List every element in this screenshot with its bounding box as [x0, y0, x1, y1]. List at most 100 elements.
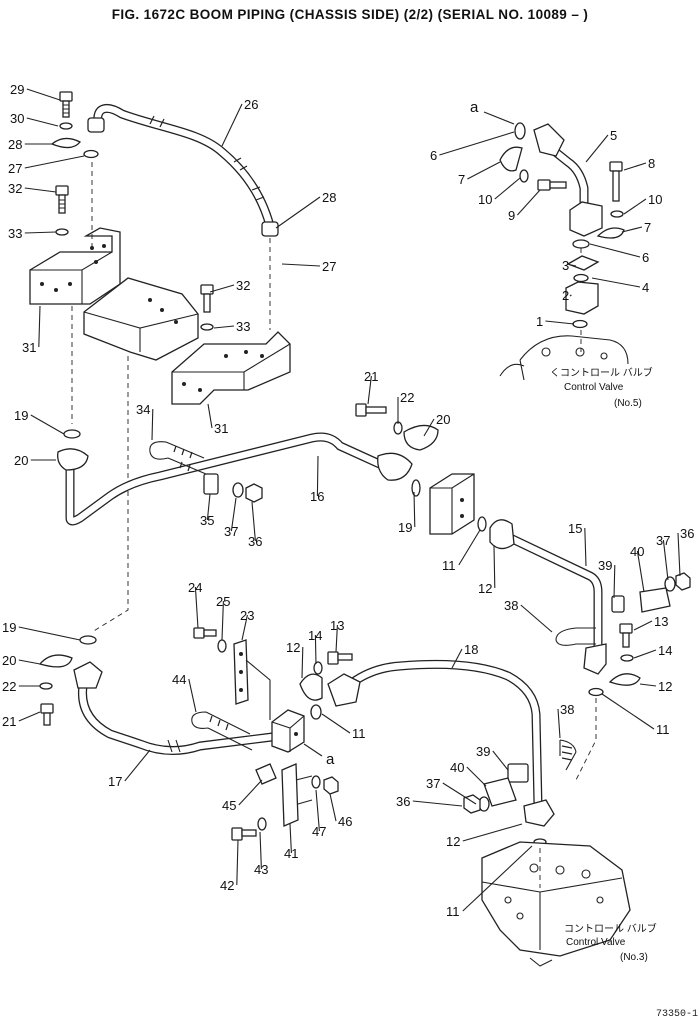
leader-39 [492, 750, 509, 771]
callout-11: 11 [352, 726, 366, 741]
callout-12: 12 [446, 834, 460, 849]
callout-35: 35 [200, 513, 214, 528]
washer-14c [313, 661, 323, 675]
callout-10: 10 [648, 192, 662, 207]
oring-11c [310, 704, 322, 720]
leader-17 [124, 749, 151, 782]
bolt-13r [619, 623, 633, 648]
washer-30 [59, 122, 73, 130]
leader-11 [458, 529, 481, 566]
flange-12 [489, 519, 515, 550]
callout-39: 39 [598, 558, 612, 573]
flange-12r [608, 673, 641, 686]
fitting-18-left [327, 673, 361, 707]
tube-15 [501, 531, 603, 653]
leader-15 [584, 527, 587, 567]
callout-45: 45 [222, 798, 236, 813]
callout-14: 14 [308, 628, 322, 643]
washer-37 [232, 482, 244, 498]
nut-46 [323, 776, 339, 795]
callout-31: 31 [214, 421, 228, 436]
oring-a [514, 122, 526, 140]
bolt-21 [355, 403, 387, 417]
callout-25: 25 [216, 594, 230, 609]
callout-37: 37 [656, 533, 670, 548]
control-valve-no3-en: Control Valve [566, 937, 626, 948]
callout-39: 39 [476, 744, 490, 759]
leader-37 [442, 782, 477, 805]
oring-6 [572, 239, 590, 249]
callout-19: 19 [14, 408, 28, 423]
control-valve-no5-en: Control Valve [564, 382, 624, 393]
flange-5-bottom [569, 201, 603, 237]
control-valve-no3-jp: コントロール バルブ [564, 922, 657, 935]
tube-5 [543, 141, 589, 217]
diagram-artwork [29, 91, 691, 967]
callout-11: 11 [446, 904, 460, 919]
leader-42 [236, 839, 239, 886]
leader-33 [24, 231, 57, 234]
fitting-top [533, 123, 565, 157]
washer-14r [620, 654, 634, 662]
callout-15: 15 [568, 521, 582, 536]
block-center [83, 277, 199, 361]
leader-3 [571, 264, 577, 267]
callout-11: 11 [442, 558, 456, 573]
leader-lines [18, 88, 681, 912]
washer-37r [664, 576, 676, 592]
leader-7 [467, 161, 501, 180]
ubolt-44 [191, 711, 253, 751]
plate-40 [639, 587, 671, 613]
callout-33: 33 [8, 226, 22, 241]
callout-17: 17 [108, 774, 122, 789]
ubolt-38 [555, 627, 596, 646]
callout-32: 32 [8, 181, 22, 196]
callout-32: 32 [236, 278, 250, 293]
leader-9 [516, 189, 541, 216]
leader-7 [621, 226, 643, 233]
callout-20: 20 [436, 412, 450, 427]
leader-28 [275, 196, 321, 229]
ubolt-34 [149, 441, 207, 475]
leader-44 [188, 678, 197, 713]
leader-26 [221, 103, 243, 147]
leader-8 [623, 162, 647, 171]
oring-19b [411, 479, 421, 497]
bolt-42 [231, 827, 257, 841]
callout-37: 37 [224, 524, 238, 539]
oring-27 [83, 149, 99, 159]
callout-33: 33 [236, 319, 250, 334]
leader-33 [213, 325, 235, 329]
callout-24: 24 [188, 580, 202, 595]
callout-31: 31 [22, 340, 36, 355]
leader-24 [194, 586, 199, 629]
nut-36 [245, 483, 263, 503]
clamp-39 [611, 595, 625, 613]
flange-20c [38, 654, 73, 668]
control-valve-no5-jp: くコントロール バルブ [550, 366, 653, 379]
flange-20-right [377, 452, 413, 481]
callout-22: 22 [2, 679, 16, 694]
leader-23 [241, 614, 248, 641]
leader-12 [301, 646, 304, 679]
callout-41: 41 [284, 846, 298, 861]
leader-47 [315, 789, 320, 832]
callout-37: 37 [426, 776, 440, 791]
callout-30: 30 [10, 111, 24, 126]
leader-13 [633, 620, 653, 631]
leader-16 [316, 455, 319, 497]
callout-40: 40 [630, 544, 644, 559]
leader-37 [230, 497, 237, 532]
plate-3 [566, 255, 600, 271]
callout-26: 26 [244, 97, 258, 112]
tube-17 [78, 675, 285, 755]
leader-21 [367, 375, 372, 405]
figure-title: FIG. 1672C BOOM PIPING (CHASSIS SIDE) (2… [111, 7, 589, 22]
callout-18: 18 [464, 642, 478, 657]
callout-1: 1 [536, 314, 543, 329]
callout-10: 10 [478, 192, 492, 207]
callout-7: 7 [644, 220, 651, 235]
leader-19 [18, 626, 81, 641]
leader-11 [321, 713, 351, 734]
callout-6: 6 [642, 250, 649, 265]
